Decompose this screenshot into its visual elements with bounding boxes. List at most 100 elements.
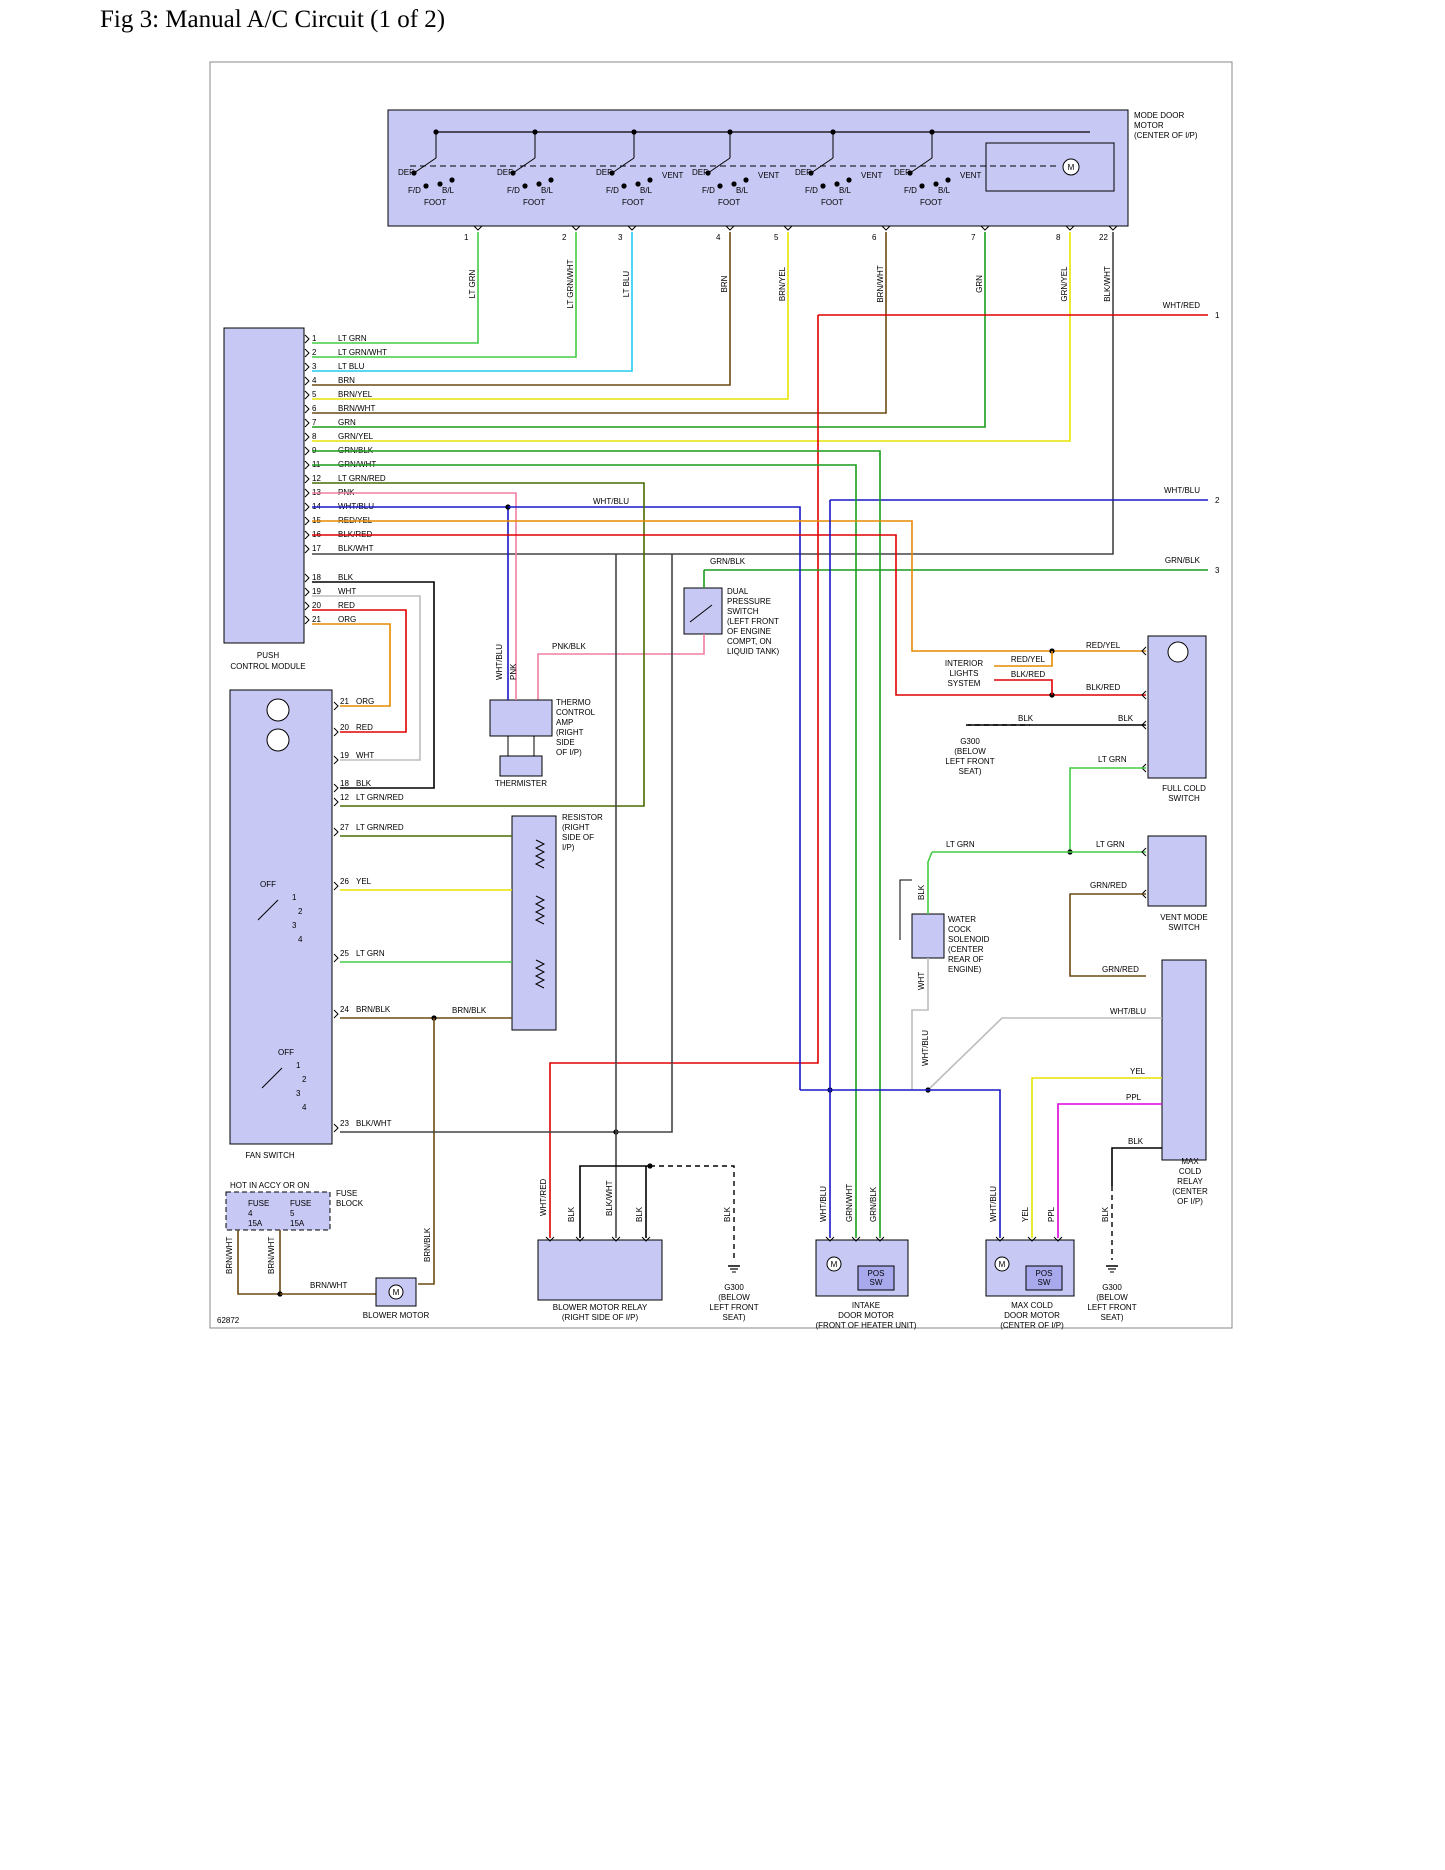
wire-ppl-relay — [1057, 1103, 1162, 1238]
wire-label: WHT/BLU — [989, 1186, 998, 1222]
mode-switch-3-contact — [609, 170, 615, 176]
wire-label: GRN/WHT — [845, 1184, 854, 1222]
pcm-pin-connector — [304, 432, 310, 442]
pcm-pin-connector — [304, 404, 310, 414]
wire-label: BRN/BLK — [423, 1227, 432, 1262]
pcm-pin-wire-label: BRN/WHT — [338, 404, 375, 413]
intake-pos-sw-label: POS — [868, 1269, 885, 1278]
connector-chevron — [1141, 646, 1147, 656]
fan-switch-pos: 1 — [296, 1061, 301, 1070]
wire-label: BRN/WHT — [225, 1237, 234, 1274]
pcm-pin-number: 7 — [312, 418, 317, 427]
intake-door-motor-label: DOOR MOTOR — [838, 1311, 894, 1320]
wire-label: PNK — [509, 663, 518, 680]
page-title: Fig 3: Manual A/C Circuit (1 of 2) — [100, 6, 446, 33]
pcm-pin-connector — [304, 348, 310, 358]
pcm-pin-number: 8 — [312, 432, 317, 441]
pcm-pin-wire-label: BRN — [338, 376, 355, 385]
full-cold-switch-label: FULL COLD — [1162, 784, 1206, 793]
intake-door-motor-label: INTAKE — [852, 1301, 880, 1310]
max-cold-pos-sw-label: SW — [1038, 1278, 1051, 1287]
fan-switch-pos: 4 — [302, 1103, 307, 1112]
wire-lt-grn-red-12 — [312, 482, 645, 807]
wire-wht-blu-relay — [927, 1017, 1162, 1091]
mode-pin-wire-label: LT GRN/WHT — [566, 259, 575, 308]
max-cold-door-motor-label: DOOR MOTOR — [1004, 1311, 1060, 1320]
intake-pos-sw — [857, 1265, 895, 1291]
mode-pin-number: 8 — [1056, 233, 1061, 242]
max-cold-pin-connector — [995, 1236, 1005, 1242]
mode-switch-3-contact — [635, 181, 641, 187]
push-control-module-label: PUSH — [257, 651, 279, 660]
fan-switch-pin-connector — [333, 953, 339, 963]
fan-switch-pin-wire-label: BRN/BLK — [356, 1005, 391, 1014]
wire-blk-red-16 — [312, 534, 1146, 696]
fan-switch-led-2 — [266, 728, 290, 752]
thermo-control-amp-label: (RIGHT — [556, 728, 584, 737]
mode-door-motor-box — [387, 109, 1129, 227]
pcm-pin-connector — [304, 474, 310, 484]
pcm-pin-connector — [304, 530, 310, 540]
pcm-pin-number: 20 — [312, 601, 321, 610]
pcm-pin-connector — [304, 418, 310, 428]
pcm-pin-wire-label: LT GRN/RED — [338, 474, 386, 483]
mode-switch-4-fd: F/D — [702, 186, 715, 195]
mode-switch-5-contact — [834, 181, 840, 187]
mode-pin-connector — [725, 225, 735, 231]
mode-switch-5-contact — [808, 170, 814, 176]
mode-pin-connector — [1065, 225, 1075, 231]
resistor-element-3 — [534, 959, 546, 989]
pcm-pin-connector — [304, 601, 310, 611]
wire-pcm-to-mode-8 — [312, 232, 1071, 442]
max-cold-door-motor-label: MAX COLD — [1011, 1301, 1053, 1310]
max-cold-relay-label: MAX — [1181, 1157, 1199, 1166]
wire-label: BLK — [567, 1206, 576, 1222]
offpage-number: 3 — [1215, 566, 1220, 575]
intake-motor-icon — [826, 1256, 842, 1272]
max-cold-pos-sw — [1025, 1265, 1063, 1291]
fan-switch-pin-wire-label: ORG — [356, 697, 374, 706]
pcm-pin-connector — [304, 516, 310, 526]
mode-switch-5-def: DEF — [795, 168, 811, 177]
thermo-control-amp-label: THERMO — [556, 698, 591, 707]
fan-switch-blade-1 — [257, 899, 279, 921]
fan-switch-pin-wire-label: BLK — [356, 779, 372, 788]
pcm-pin-connector — [304, 376, 310, 386]
thermo-control-amp-label: OF I/P) — [556, 748, 582, 757]
thermo-control-amp-box — [489, 699, 553, 737]
mode-switch-1-blade — [413, 157, 437, 174]
interior-lights-label: INTERIOR — [945, 659, 983, 668]
mode-switch-1-fd: F/D — [408, 186, 421, 195]
wire-label: BRN/WHT — [310, 1281, 347, 1290]
blower-motor-relay-box — [537, 1239, 663, 1301]
vent-mode-switch-box — [1147, 835, 1207, 907]
wire-label: BLK — [1118, 714, 1134, 723]
wire-blk-solenoid — [899, 879, 912, 940]
mode-motor-icon: M — [1068, 163, 1075, 172]
pcm-pin-number: 12 — [312, 474, 321, 483]
wire-label: PPL — [1047, 1206, 1056, 1222]
g300-label-3: (BELOW — [718, 1293, 750, 1302]
fan-switch-pos: OFF — [278, 1048, 294, 1057]
mode-pin-connector — [783, 225, 793, 231]
fan-switch-pin-number: 21 — [340, 697, 349, 706]
wire-blk-red-lights — [994, 679, 1053, 695]
pcm-pin-connector — [304, 362, 310, 372]
mode-switch-1-contact — [449, 177, 455, 183]
wire-label: WHT/RED — [539, 1178, 548, 1216]
dual-pressure-switch-box — [683, 587, 723, 635]
max-cold-motor-icon — [994, 1256, 1010, 1272]
mode-switch-1-contact — [423, 183, 429, 189]
wire-brn-wht-1 — [237, 1230, 282, 1295]
vent-mode-switch-label: SWITCH — [1168, 923, 1200, 932]
water-cock-solenoid-label: COCK — [948, 925, 972, 934]
fan-switch-pin-number: 23 — [340, 1119, 349, 1128]
mode-switch-2-bl: B/L — [541, 186, 554, 195]
wire-label: WHT/BLU — [593, 497, 629, 506]
g300-label-1: G300 — [960, 737, 980, 746]
mode-switch-5-vent: VENT — [861, 171, 882, 180]
dual-pressure-switch-label: (LEFT FRONT — [727, 617, 779, 626]
pcm-pin-connector — [304, 334, 310, 344]
wire-label: RED/YEL — [1011, 655, 1046, 664]
pcm-pin-connector — [304, 587, 310, 597]
